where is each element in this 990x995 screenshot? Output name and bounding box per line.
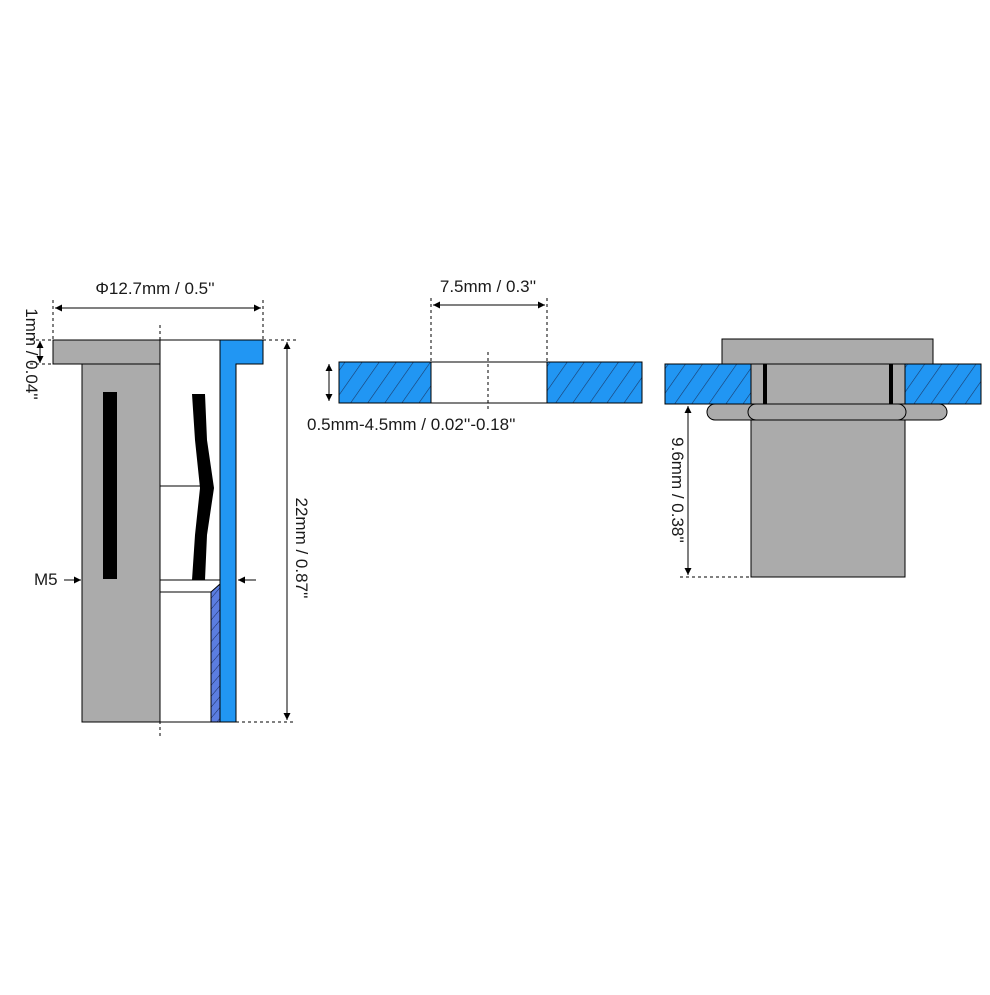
hole-label: 7.5mm / 0.3'' bbox=[440, 277, 536, 296]
nut-collapse-curve bbox=[192, 394, 214, 580]
installed-body bbox=[750, 419, 906, 578]
nut-section-wall bbox=[219, 339, 264, 723]
installed-wall-left bbox=[763, 364, 767, 404]
installed-flange bbox=[721, 338, 934, 365]
installed-panel-right bbox=[904, 363, 982, 405]
depth-label: 9.6mm / 0.38'' bbox=[668, 437, 687, 543]
nut-body-slot bbox=[103, 392, 117, 579]
installed-shank bbox=[750, 363, 906, 405]
thread-label: M5 bbox=[34, 570, 58, 589]
nut-thread-zone bbox=[159, 579, 221, 593]
installed-wall-right bbox=[889, 364, 893, 404]
nut-section-interior bbox=[159, 339, 221, 723]
flange-thickness-label: 1mm / 0.04'' bbox=[22, 308, 41, 400]
panel-hole-gap bbox=[430, 361, 548, 404]
nut-flange-left bbox=[52, 339, 161, 365]
installed-bulge-inner bbox=[747, 403, 907, 421]
nut-thread-hatch bbox=[210, 582, 221, 723]
grip-range-label: 0.5mm-4.5mm / 0.02''-0.18'' bbox=[307, 415, 516, 434]
nut-body-left bbox=[81, 363, 161, 723]
panel-left-section bbox=[338, 361, 432, 404]
diameter-label: Φ12.7mm / 0.5'' bbox=[95, 279, 214, 298]
panel-hole-view: 7.5mm / 0.3'' 0.5mm-4.5mm / 0.02''-0.18'… bbox=[307, 277, 643, 434]
panel-right-section bbox=[546, 361, 643, 404]
length-label: 22mm / 0.87'' bbox=[292, 498, 311, 599]
installed-panel-left bbox=[664, 363, 752, 405]
installed-view: 9.6mm / 0.38'' bbox=[664, 338, 982, 578]
nut-side-view: Φ12.7mm / 0.5'' 1mm / 0.04'' 22mm / 0.87… bbox=[22, 279, 311, 738]
